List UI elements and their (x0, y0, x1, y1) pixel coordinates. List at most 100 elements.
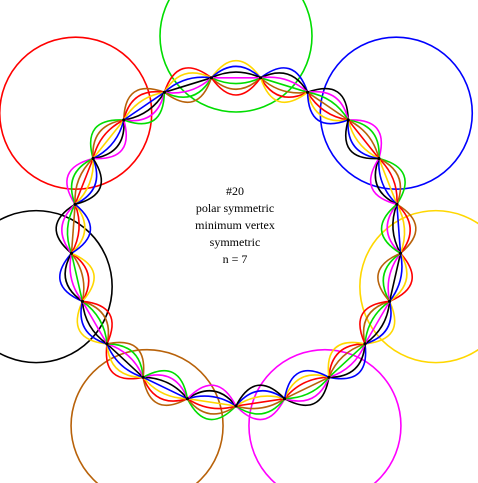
ring-vertex (80, 299, 84, 303)
lens-curve (123, 91, 165, 121)
ring-vertex (105, 342, 109, 346)
lens-curve (284, 376, 330, 400)
ring-vertex (346, 118, 350, 122)
lens-curve (106, 341, 145, 378)
lens-curve (284, 376, 330, 400)
lens-curve (283, 376, 329, 400)
lens-curve (364, 300, 391, 344)
ring-vertex (122, 118, 126, 122)
lens-curve (80, 301, 108, 345)
lens-curve (284, 377, 330, 407)
lens-curve (347, 119, 380, 160)
lens-curve (382, 252, 401, 302)
lens-curve (369, 158, 398, 206)
lens-curve (259, 77, 309, 103)
lens-curve (364, 301, 391, 345)
lens-curve (142, 377, 188, 402)
lens-curve (235, 398, 286, 421)
lens-curve (260, 67, 309, 93)
lens-curve (210, 65, 262, 79)
ring-vertex (69, 251, 74, 255)
lens-curve (71, 203, 92, 254)
lens-curve (123, 91, 165, 121)
lens-curve (306, 91, 349, 121)
diagram-caption: #20 polar symmetric minimum vertex symme… (130, 183, 340, 268)
lens-curve (347, 119, 380, 159)
lens-curve (143, 376, 189, 400)
lens-curve (69, 253, 84, 302)
lens-curve (123, 92, 166, 122)
lens-curve (92, 119, 124, 159)
lens-curve (106, 343, 144, 378)
lens-curve (76, 300, 108, 345)
lens-curve (164, 77, 213, 98)
ring-vertex (283, 397, 287, 401)
spoke-lines (69, 76, 403, 408)
lens-curve (210, 77, 262, 91)
lens-curve (328, 343, 366, 379)
lens-curve (70, 253, 84, 302)
lens-curve (328, 343, 366, 378)
lens-curve (374, 158, 398, 206)
caption-number: #20 (226, 184, 244, 198)
lens-curve (235, 395, 285, 407)
lens-curve (71, 252, 95, 302)
lens-curve (283, 374, 330, 399)
lens-curve (386, 203, 402, 254)
lens-curve (347, 119, 380, 159)
lens-curve (81, 301, 108, 345)
lens-curve (235, 390, 286, 407)
lens-curve (378, 158, 398, 205)
ring-vertex (73, 202, 77, 206)
lens-curve (55, 203, 76, 254)
lens-curve (387, 252, 402, 302)
lens-curve (284, 377, 330, 402)
lens-curve (70, 203, 86, 254)
caption-line-polar: polar symmetric (195, 201, 275, 215)
lens-curve (396, 203, 411, 254)
lens-curve (210, 77, 262, 96)
lens-curve (362, 300, 390, 345)
lens-curve (64, 252, 83, 302)
lens-curve (74, 158, 94, 205)
lens-curve (142, 369, 189, 399)
lens-curve (348, 119, 383, 159)
lens-curve (306, 92, 349, 122)
lens-curve (74, 158, 98, 206)
lens-curve (163, 76, 212, 93)
lens-curve (344, 119, 379, 160)
lens-curve (163, 67, 212, 93)
lens-curve (388, 253, 402, 302)
lens-curve (81, 300, 108, 344)
ring-vertex (398, 251, 403, 255)
big-circle (159, 0, 313, 113)
lens-curve (186, 384, 237, 407)
ring-vertex (209, 76, 213, 80)
inner-lens-loops (55, 60, 417, 421)
lens-curve (389, 252, 408, 302)
lens-curve (260, 72, 309, 93)
lens-curve (396, 204, 402, 254)
lens-curve (61, 203, 76, 254)
big-circle (0, 209, 113, 364)
lens-curve (70, 204, 76, 254)
lens-curve (364, 301, 392, 345)
lens-curve (105, 343, 144, 380)
lens-curve (260, 77, 308, 94)
ring-vertex (395, 202, 399, 206)
ring-vertex (306, 90, 310, 94)
lens-curve (388, 253, 403, 302)
lens-curve (70, 157, 94, 205)
lens-curve (92, 119, 125, 160)
ring-vertex (141, 375, 145, 379)
lens-curve (359, 300, 390, 345)
lens-curve (66, 157, 94, 205)
lens-curve (260, 76, 309, 93)
lens-curve (123, 90, 165, 121)
lens-curve (378, 157, 406, 205)
lens-curve (70, 252, 85, 302)
lens-curve (260, 77, 308, 94)
ring-vertex (377, 156, 381, 161)
lens-curve (123, 92, 166, 125)
lens-curve (389, 252, 413, 303)
